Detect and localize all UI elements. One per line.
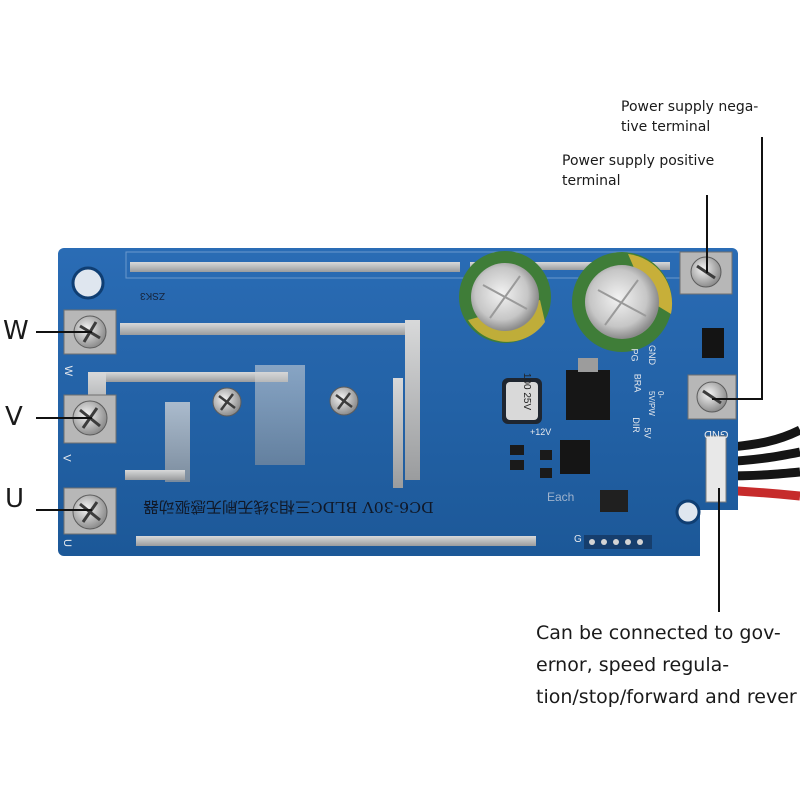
board-side-letter-v: V bbox=[60, 454, 73, 462]
capacitor-left bbox=[459, 251, 551, 343]
callout-line-negative-horizontal bbox=[712, 398, 763, 400]
callout-line-w bbox=[36, 331, 92, 333]
terminal-label-u: U bbox=[5, 484, 25, 514]
board-pad-labels: PG GND BRA 0-5V/PW DIR 5V bbox=[628, 345, 670, 450]
terminal-label-w: W bbox=[3, 316, 29, 346]
board-cap-small-label: 100 25V bbox=[521, 372, 533, 411]
capacitor-right bbox=[572, 252, 673, 352]
annotation-negative-terminal: Power supply nega- tive terminal bbox=[621, 99, 759, 135]
power-traces bbox=[88, 262, 670, 546]
terminal-block-u bbox=[63, 487, 117, 535]
board-each-silkscreen: Each bbox=[547, 490, 575, 504]
callout-line-governor bbox=[718, 488, 720, 612]
annotation-governor-connection: Can be connected to gov- ernor, speed re… bbox=[536, 622, 797, 708]
pad-label: DIR bbox=[630, 417, 641, 433]
signal-connector bbox=[705, 435, 727, 503]
callout-line-positive bbox=[706, 195, 708, 273]
pad-label: PG bbox=[629, 348, 640, 362]
pad-label: GND bbox=[647, 345, 657, 365]
terminal-block-v bbox=[63, 394, 117, 444]
callout-line-negative-vertical bbox=[761, 137, 763, 399]
board-zsk-silkscreen: ZSK3 bbox=[140, 290, 166, 301]
terminal-label-v: V bbox=[5, 402, 23, 432]
board-side-letter-w: W bbox=[62, 365, 75, 377]
callout-line-v bbox=[36, 417, 92, 419]
pad-label: BRA bbox=[632, 373, 643, 393]
pad-label: 5V bbox=[642, 427, 653, 439]
board-side-letter-u: U bbox=[60, 539, 73, 547]
board-model-silkscreen: DC6-30V BLDC三相3线无刷无感驱动器 bbox=[143, 498, 434, 516]
board-gnd-silkscreen: GND bbox=[704, 428, 729, 440]
board-g-silkscreen: G bbox=[574, 534, 582, 545]
annotation-positive-terminal: Power supply positive terminal bbox=[562, 153, 715, 189]
capacitor-small bbox=[502, 378, 542, 424]
mosfet-chip bbox=[566, 370, 610, 420]
terminal-block-power-pos bbox=[687, 374, 737, 420]
board-12v-silkscreen: +12V bbox=[530, 427, 552, 437]
pad-label: 0-5V/PW bbox=[647, 391, 665, 416]
callout-line-u bbox=[36, 509, 92, 511]
